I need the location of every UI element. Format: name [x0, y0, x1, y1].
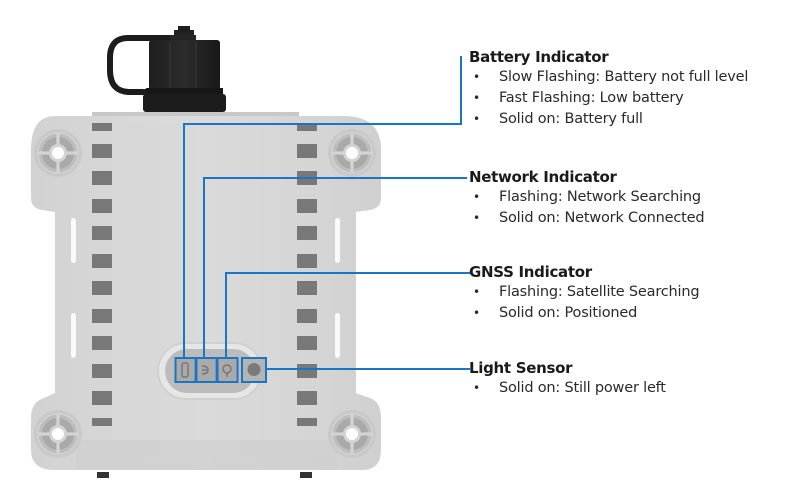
vent-slot [297, 309, 317, 323]
label-item: • Solid on: Network Connected [469, 208, 705, 229]
vent-slot [92, 254, 112, 268]
vent-slot [297, 391, 317, 405]
bullet: • [473, 306, 480, 320]
label-item-text: Solid on: Network Connected [499, 210, 705, 226]
bullet: • [473, 211, 480, 225]
vent-slot [92, 281, 112, 295]
mount-hole [327, 409, 377, 459]
light-sensor-icon [243, 359, 265, 381]
gnss-icon [218, 359, 236, 381]
vent-slot [92, 309, 112, 323]
vent-slot [297, 144, 317, 158]
vent-slot [297, 336, 317, 350]
mount-hole [327, 128, 377, 178]
bullet: • [473, 190, 480, 204]
vent-slot [297, 418, 317, 426]
vent-slot [297, 254, 317, 268]
vent-slot [92, 144, 112, 158]
mount-slot [71, 218, 76, 263]
label-item-text: Flashing: Satellite Searching [499, 284, 700, 300]
vent-slot [92, 391, 112, 405]
bullet: • [473, 381, 480, 395]
gnss-leader-line [225, 272, 470, 358]
label-item: • Slow Flashing: Battery not full level [469, 67, 748, 88]
mount-slot [335, 218, 340, 263]
battery-indicator-label: Battery Indicator • Slow Flashing: Batter… [469, 48, 748, 130]
vent-slot [92, 418, 112, 426]
label-item: • Solid on: Battery full [469, 109, 748, 130]
mount-slot [71, 313, 76, 358]
network-icon [197, 359, 215, 381]
vent-slot [297, 199, 317, 213]
label-item: • Flashing: Satellite Searching [469, 282, 700, 303]
label-title: GNSS Indicator [469, 263, 592, 281]
vent-slot [92, 171, 112, 185]
vent-slot [297, 123, 317, 131]
vent-slot [297, 226, 317, 240]
vent-slot [92, 364, 112, 378]
label-title: Network Indicator [469, 168, 617, 186]
foot [97, 472, 109, 478]
connector-cap [107, 26, 226, 112]
network-indicator-label: Network Indicator • Flashing: Network Sea… [469, 168, 705, 229]
bullet: • [473, 91, 480, 105]
label-item: • Flashing: Network Searching [469, 187, 704, 208]
label-item-text: Slow Flashing: Battery not full level [499, 69, 749, 85]
mount-slot [335, 313, 340, 358]
battery-icon [176, 359, 194, 381]
vent-slot [92, 199, 112, 213]
label-item-text: Solid on: Positioned [499, 305, 638, 321]
gnss-indicator-label: GNSS Indicator • Flashing: Satellite Sear… [469, 263, 700, 324]
vent-slot [92, 336, 112, 350]
label-item-text: Solid on: Still power left [499, 380, 666, 396]
mount-hole [33, 128, 83, 178]
battery-leader-line [183, 56, 462, 358]
vent-slot [297, 364, 317, 378]
label-title: Battery Indicator [469, 48, 609, 66]
label-item: • Solid on: Still power left [469, 378, 666, 399]
foot [300, 472, 312, 478]
vent-slot [297, 281, 317, 295]
label-item-text: Fast Flashing: Low battery [499, 90, 684, 106]
light-sensor-label: Light Sensor • Solid on: Still power left [469, 359, 666, 399]
gnss-highlight-box [216, 357, 239, 383]
bullet: • [473, 112, 480, 126]
label-item-text: Solid on: Battery full [499, 111, 643, 127]
vent-slots [92, 123, 317, 426]
label-title: Light Sensor [469, 359, 573, 377]
bullet: • [473, 70, 480, 84]
mount-hole [33, 409, 83, 459]
bullet: • [473, 285, 480, 299]
vent-slot [92, 226, 112, 240]
label-item: • Fast Flashing: Low battery [469, 88, 748, 109]
label-item: • Solid on: Positioned [469, 303, 699, 324]
label-item-text: Flashing: Network Searching [499, 189, 701, 205]
network-leader-line [203, 177, 467, 358]
vent-slot [92, 123, 112, 131]
device-body [31, 112, 381, 470]
